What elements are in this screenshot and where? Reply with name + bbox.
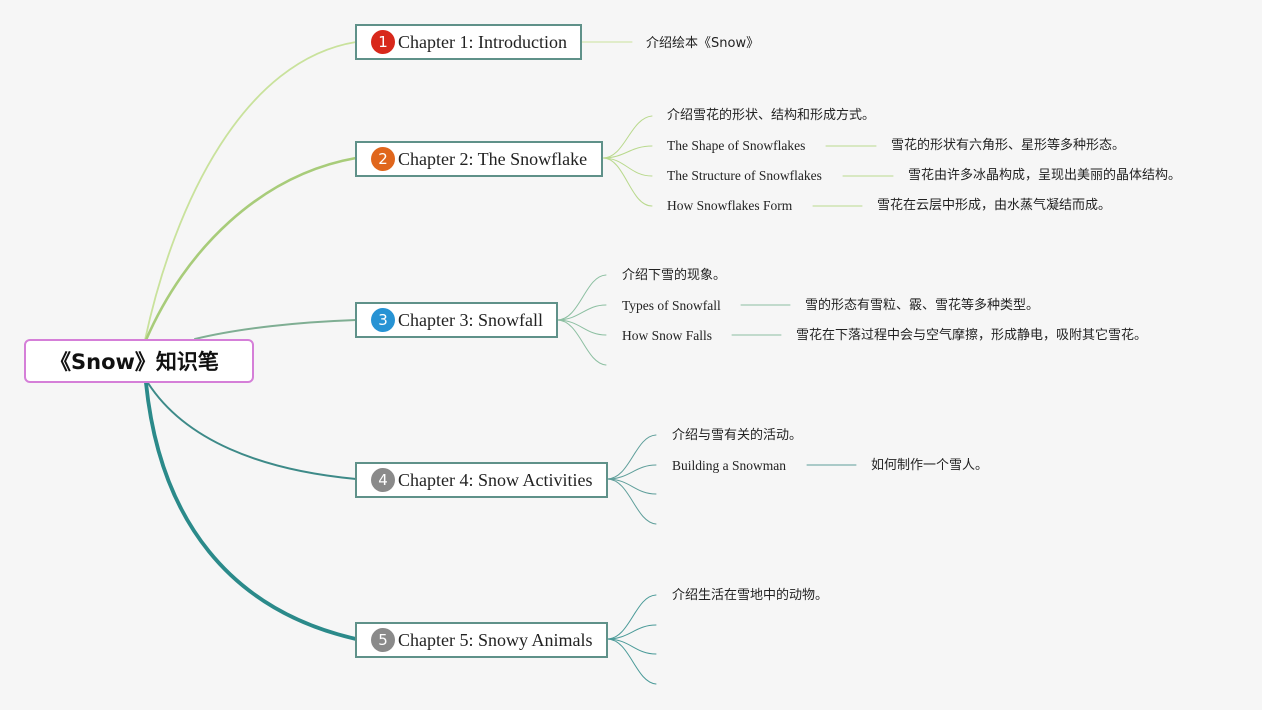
chapter-label: Chapter 4: Snow Activities: [398, 469, 593, 490]
chapter-node-1[interactable]: 1 Chapter 1: Introduction: [355, 24, 582, 60]
ch3-topic-types-note[interactable]: 雪的形态有雪粒、霰、雪花等多种类型。: [805, 298, 1040, 313]
chapter-label: Chapter 2: The Snowflake: [398, 148, 588, 169]
ch2-topic-formation[interactable]: How Snowflakes Form: [667, 198, 793, 213]
ch2-intro[interactable]: 介绍雪花的形状、结构和形成方式。: [667, 108, 876, 123]
ch5-intro[interactable]: 介绍生活在雪地中的动物。: [672, 588, 829, 603]
ch3-topic-types[interactable]: Types of Snowfall: [622, 298, 721, 313]
ch4-topic-snowman[interactable]: Building a Snowman: [672, 458, 786, 473]
ch3-topic-falls[interactable]: How Snow Falls: [622, 328, 713, 343]
ch2-topic-shape[interactable]: The Shape of Snowflakes: [667, 138, 806, 153]
chapter-node-2[interactable]: 2 Chapter 2: The Snowflake: [355, 141, 603, 177]
chapter-node-5[interactable]: 5 Chapter 5: Snowy Animals: [355, 622, 608, 658]
ch3-intro[interactable]: 介绍下雪的现象。: [622, 268, 727, 283]
badge-number-icon: 3: [371, 308, 395, 332]
badge-number-icon: 5: [371, 628, 395, 652]
edge-root-ch2: [144, 156, 358, 342]
badge-number-icon: 1: [371, 30, 395, 54]
ch2-topic-structure[interactable]: The Structure of Snowflakes: [667, 168, 822, 183]
edge-root-ch4: [147, 382, 357, 480]
chapter-node-4[interactable]: 4 Chapter 4: Snow Activities: [355, 462, 608, 498]
ch4-topic-snowman-note[interactable]: 如何制作一个雪人。: [871, 458, 989, 473]
chapter-label: Chapter 5: Snowy Animals: [398, 629, 593, 650]
ch2-topic-structure-note[interactable]: 雪花由许多冰晶构成，呈现出美丽的晶体结构。: [908, 168, 1182, 183]
edge-root-ch1: [144, 41, 357, 341]
badge-number-icon: 4: [371, 468, 395, 492]
ch2-topic-formation-note[interactable]: 雪花在云层中形成，由水蒸气凝结而成。: [877, 198, 1112, 213]
ch3-topic-falls-note[interactable]: 雪花在下落过程中会与空气摩擦，形成静电，吸附其它雪花。: [796, 328, 1148, 343]
edge-root-ch5: [144, 381, 358, 641]
ch2-topic-shape-note[interactable]: 雪花的形状有六角形、星形等多种形态。: [891, 138, 1126, 153]
chapter-label: Chapter 3: Snowfall: [398, 309, 543, 330]
badge-number-icon: 2: [371, 147, 395, 171]
root-node[interactable]: 《Snow》知识笔: [24, 339, 254, 383]
chapter-node-3[interactable]: 3 Chapter 3: Snowfall: [355, 302, 558, 338]
ch4-intro[interactable]: 介绍与雪有关的活动。: [672, 428, 803, 443]
edge-root-ch3: [194, 319, 357, 340]
root-label: 《Snow》知识笔: [50, 350, 219, 374]
ch1-description[interactable]: 介绍绘本《Snow》: [646, 36, 760, 51]
chapter-label: Chapter 1: Introduction: [398, 31, 567, 52]
